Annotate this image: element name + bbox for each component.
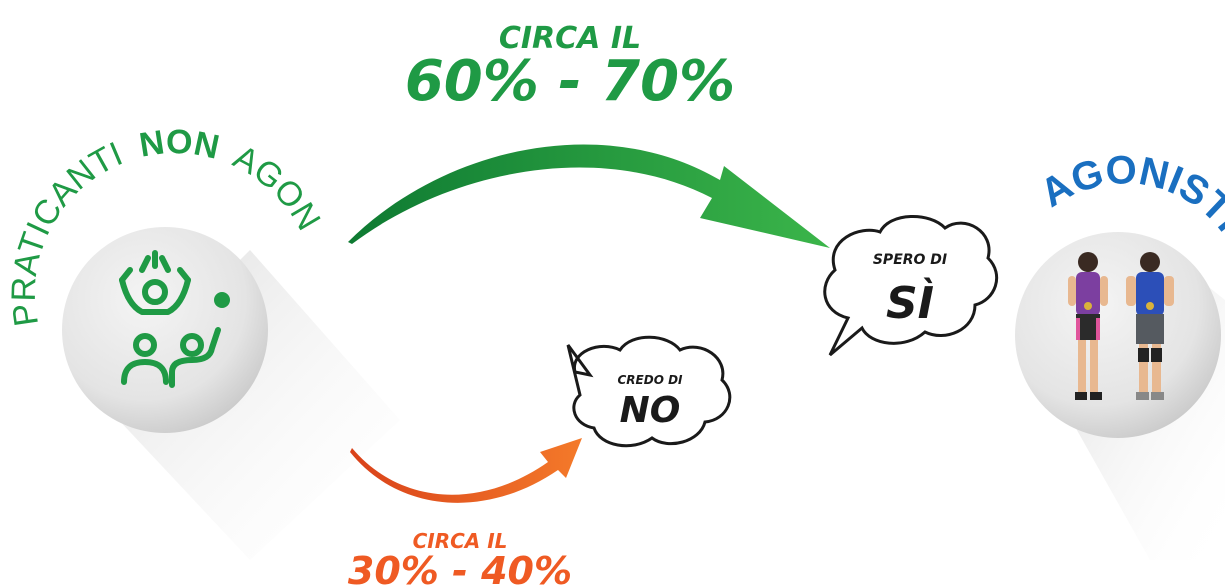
- bubble-yes-line2: SÌ: [886, 276, 934, 329]
- right-disc: [1015, 232, 1221, 438]
- upper-arrow: [348, 144, 830, 248]
- bubble-no-line2: NO: [620, 390, 681, 431]
- right-node-title: AGONISTI: [1033, 148, 1225, 239]
- lower-path-value: 30% - 40%: [348, 549, 572, 587]
- bubble-no-line1: CREDO DI: [617, 373, 683, 387]
- right-node: [1015, 232, 1225, 560]
- upper-path-value: 60% - 70%: [405, 49, 735, 114]
- lower-arrow: [350, 438, 582, 503]
- speech-bubble-yes: SPERO DI SÌ: [825, 216, 997, 355]
- left-title-part2: NON: [137, 123, 223, 167]
- speech-bubble-no: CREDO DI NO: [568, 337, 730, 445]
- left-node: [62, 227, 400, 560]
- bubble-yes-line1: SPERO DI: [873, 252, 947, 268]
